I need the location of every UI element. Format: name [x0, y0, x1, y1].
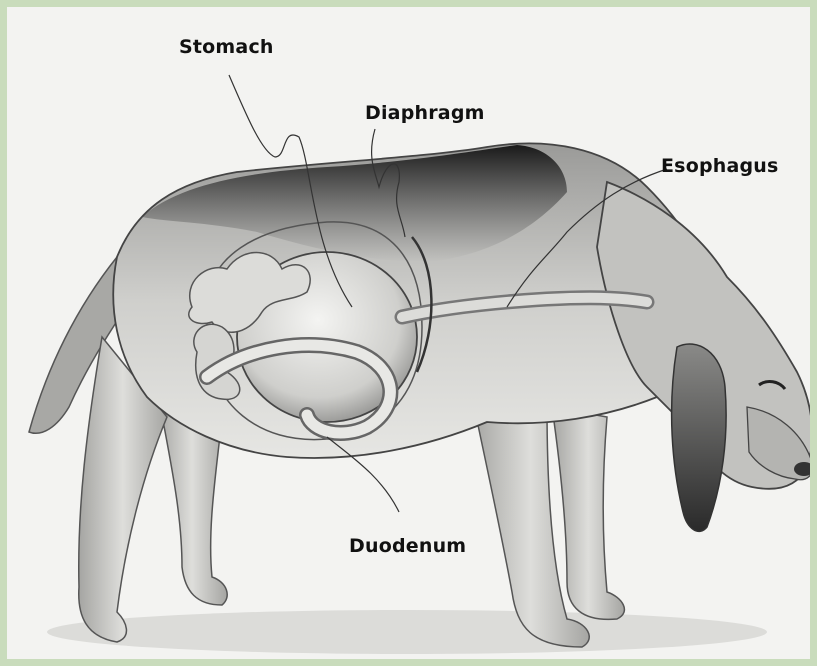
esophagus-label: Esophagus — [661, 155, 779, 177]
ground-shadow — [47, 610, 767, 654]
stomach-label: Stomach — [179, 36, 274, 58]
diaphragm-label: Diaphragm — [365, 102, 485, 124]
dog-front-leg-back — [552, 407, 624, 619]
dog-ear — [672, 344, 727, 531]
dog-nose — [794, 462, 814, 476]
duodenum-label: Duodenum — [349, 535, 466, 557]
